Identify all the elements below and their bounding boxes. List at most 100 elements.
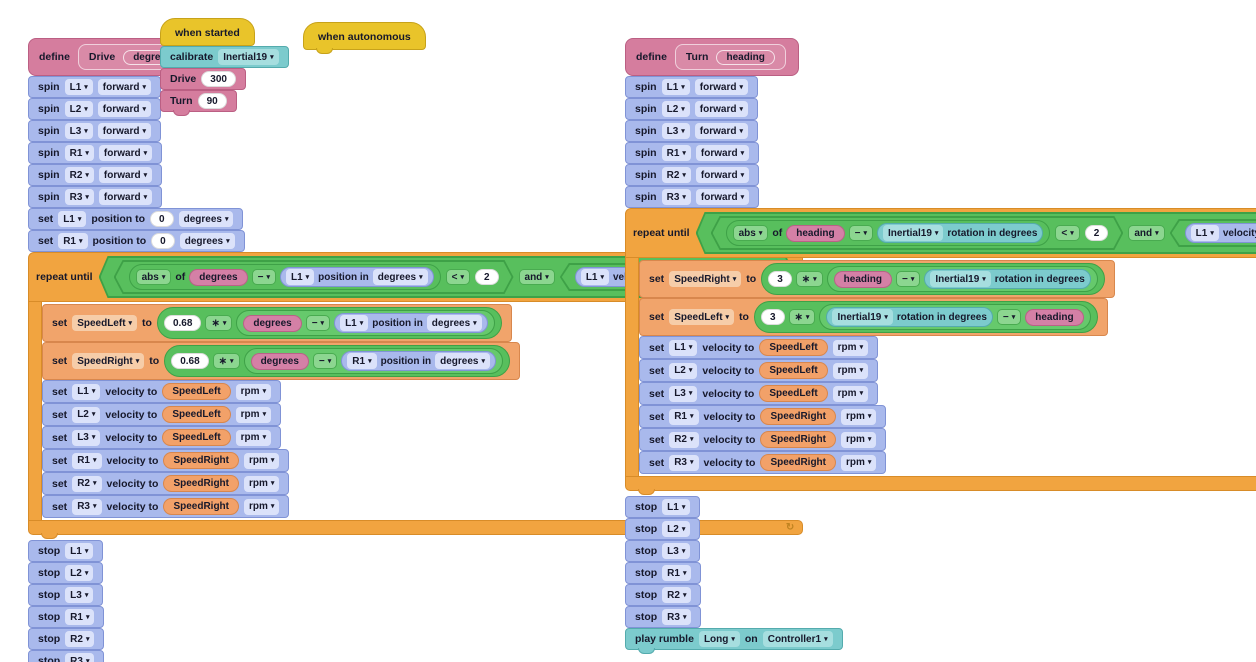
dropdown-r1[interactable]: R1▾ (72, 452, 102, 469)
number-input[interactable]: 3 (760, 309, 785, 325)
operator-dropdown-multiply[interactable]: ∗▾ (788, 309, 816, 325)
dropdown-rpm[interactable]: rpm▾ (244, 475, 280, 492)
dropdown-l2[interactable]: L2▾ (662, 521, 691, 537)
operator-dropdown-and[interactable]: and▾ (1128, 225, 1164, 241)
dropdown-r3[interactable]: R3▾ (64, 189, 94, 205)
dropdown-r1[interactable]: R1▾ (347, 353, 377, 369)
dropdown-rpm[interactable]: rpm▾ (841, 454, 877, 471)
operator-dropdown-minus[interactable]: −▾ (849, 225, 873, 241)
dropdown-forward[interactable]: forward▾ (97, 101, 151, 117)
operator-group[interactable]: Inertial19▾rotation in degrees−▾heading (819, 304, 1091, 330)
dropdown-r2[interactable]: R2▾ (661, 167, 691, 183)
operator-group[interactable]: 3∗▾Inertial19▾rotation in degrees−▾headi… (753, 301, 1098, 333)
dropdown-l1[interactable]: L1▾ (669, 339, 698, 356)
dropdown-rpm[interactable]: rpm▾ (832, 362, 869, 379)
number-input[interactable]: 3 (768, 271, 792, 287)
condition-hex[interactable]: L1▾velocity inrpm▾<▾5 (1170, 219, 1256, 247)
dropdown-rpm[interactable]: rpm▾ (832, 339, 869, 356)
dropdown-l1[interactable]: L1▾ (65, 543, 94, 559)
dropdown-forward[interactable]: forward▾ (694, 123, 748, 139)
when-autonomous-block[interactable]: when autonomous (303, 22, 426, 54)
operator-dropdown-minus[interactable]: −▾ (305, 315, 331, 331)
variable-speedright[interactable]: SpeedRight (163, 475, 239, 492)
dropdown-inertial19[interactable]: Inertial19▾ (832, 309, 893, 325)
operator-group[interactable]: 3∗▾ heading−▾Inertial19▾rotation in degre… (761, 263, 1105, 295)
dropdown-rpm[interactable]: rpm▾ (841, 408, 877, 425)
variable-heading[interactable]: heading (786, 225, 844, 242)
sensor-reporter[interactable]: Inertial19▾rotation in degrees (924, 269, 1091, 289)
variable-degrees[interactable]: degrees (243, 314, 302, 332)
dropdown-l1[interactable]: L1▾ (340, 315, 369, 331)
operator-dropdown-minus[interactable]: −▾ (896, 271, 921, 287)
dropdown-long[interactable]: Long▾ (698, 631, 740, 647)
variable-speedright[interactable]: SpeedRight (760, 408, 836, 425)
operator-dropdown-multiply[interactable]: ∗▾ (795, 271, 823, 287)
dropdown-l1[interactable]: L1▾ (286, 269, 314, 285)
variable-heading[interactable]: heading (833, 270, 892, 288)
dropdown-l2[interactable]: L2▾ (661, 101, 690, 117)
dropdown-l3[interactable]: L3▾ (669, 385, 698, 402)
number-input[interactable]: 0 (151, 233, 175, 249)
variable-speedleft[interactable]: SpeedLeft (759, 385, 828, 402)
dropdown-degrees[interactable]: degrees▾ (178, 211, 234, 227)
dropdown-r3[interactable]: R3▾ (72, 498, 102, 515)
dropdown-l2[interactable]: L2▾ (65, 565, 94, 581)
dropdown-forward[interactable]: forward▾ (695, 145, 750, 161)
operator-dropdown-minus[interactable]: −▾ (252, 269, 276, 285)
sensor-reporter[interactable]: Inertial19▾rotation in degrees (826, 307, 993, 327)
dropdown-forward[interactable]: forward▾ (694, 101, 748, 117)
dropdown-r3[interactable]: R3▾ (661, 189, 691, 205)
dropdown-degrees[interactable]: degrees▾ (373, 269, 428, 285)
dropdown-l2[interactable]: L2▾ (72, 406, 101, 423)
dropdown-r1[interactable]: R1▾ (661, 145, 691, 161)
dropdown-rpm[interactable]: rpm▾ (841, 431, 877, 448)
variable-speedright[interactable]: SpeedRight (760, 454, 836, 471)
dropdown-forward[interactable]: forward▾ (98, 145, 153, 161)
dropdown-forward[interactable]: forward▾ (695, 189, 750, 205)
dropdown-forward[interactable]: forward▾ (98, 167, 153, 183)
dropdown-controller1[interactable]: Controller1▾ (762, 631, 833, 647)
variable-heading[interactable]: heading (1025, 308, 1084, 326)
dropdown-degrees[interactable]: degrees▾ (426, 315, 482, 331)
dropdown-degrees[interactable]: degrees▾ (179, 233, 235, 249)
dropdown-inertial19[interactable]: Inertial19▾ (930, 271, 991, 287)
parameter-oval[interactable]: heading (716, 49, 775, 65)
number-input[interactable]: 0.68 (163, 315, 202, 331)
number-input[interactable]: 90 (197, 93, 227, 109)
operator-dropdown-less-than[interactable]: <▾ (446, 269, 470, 285)
dropdown-r2[interactable]: R2▾ (72, 475, 102, 492)
dropdown-forward[interactable]: forward▾ (695, 167, 750, 183)
variable-speedright[interactable]: SpeedRight (760, 431, 836, 448)
dropdown-rpm[interactable]: rpm▾ (244, 498, 280, 515)
number-input[interactable]: 0 (150, 211, 174, 227)
operator-dropdown-multiply[interactable]: ∗▾ (212, 353, 240, 369)
